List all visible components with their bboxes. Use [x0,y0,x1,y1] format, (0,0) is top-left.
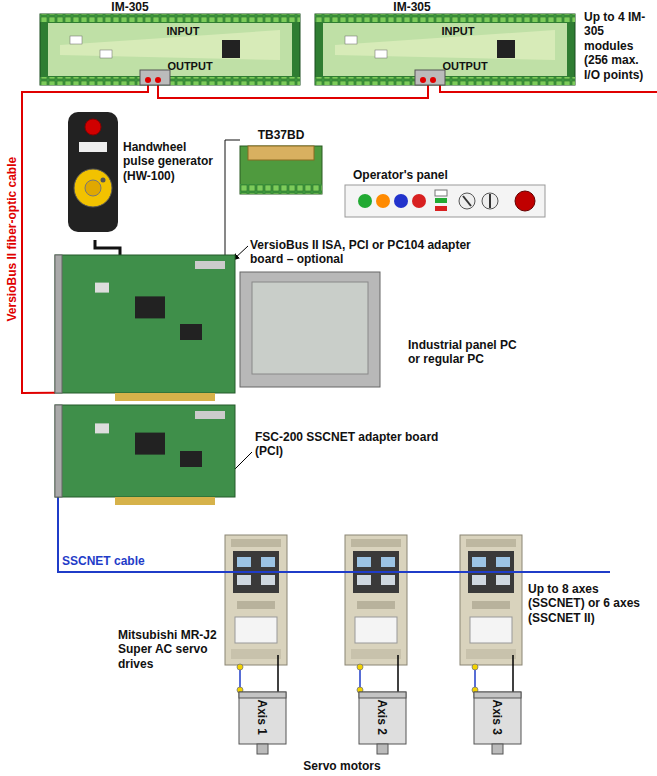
io-module: IM-305INPUT OUTPUT [40,0,300,85]
servo-motor: Axis 3 [470,692,525,754]
note-label: SSCNET cable [62,554,182,568]
board-label: OUTPUT [158,60,222,73]
cable [225,140,240,255]
unit-label: TB37BD [246,128,316,142]
hardware-unit: TB37BD [240,128,322,196]
note-label: Mitsubishi MR-J2 Super AC servo drives [118,628,222,671]
unit-label: VersioBus II ISA, PCI or PC104 adapter b… [250,238,485,267]
board-label: OUTPUT [433,60,497,73]
unit-label: Axis 1 [255,692,269,742]
cable [95,240,120,255]
cable [158,85,428,98]
servo-motor: Axis 2 [355,692,410,754]
note-label: VersioBus II fiber-optic cable [5,99,19,379]
unit-label: IM-305 [80,0,180,14]
unit-label: FSC-200 SSCNET adapter board (PCI) [255,430,445,459]
servo-motor: Axis 1 [235,692,290,754]
io-module: IM-305INPUT OUTPUT [315,0,575,85]
hardware-unit: Operator's panel [345,168,545,218]
unit-label: Operator's panel [353,168,493,182]
unit-illustration [55,255,235,410]
board-label: INPUT [427,25,489,38]
unit-label: Industrial panel PC or regular PC [408,338,520,367]
hardware-unit: FSC-200 SSCNET adapter board (PCI) [55,405,230,505]
unit-label: Axis 2 [375,692,389,742]
note-label: Up to 8 axes (SSCNET) or 6 axes (SSCNET … [528,582,652,625]
unit-label: Handwheel pulse generator (HW-100) [123,140,215,183]
unit-illustration [40,0,300,95]
hardware-unit: VersioBus II ISA, PCI or PC104 adapter b… [55,255,235,400]
note-label: Servo motors [292,759,392,773]
unit-illustration [55,405,230,515]
unit-label: IM-305 [362,0,462,14]
hardware-unit: Industrial panel PC or regular PC [240,272,520,390]
note-label: Up to 4 IM-305 modules (256 max. I/O poi… [584,10,654,82]
unit-illustration [315,0,575,95]
hardware-unit: Handwheel pulse generator (HW-100) [65,112,215,240]
unit-illustration [240,272,520,400]
board-label: INPUT [152,25,214,38]
unit-label: Axis 3 [490,692,504,742]
